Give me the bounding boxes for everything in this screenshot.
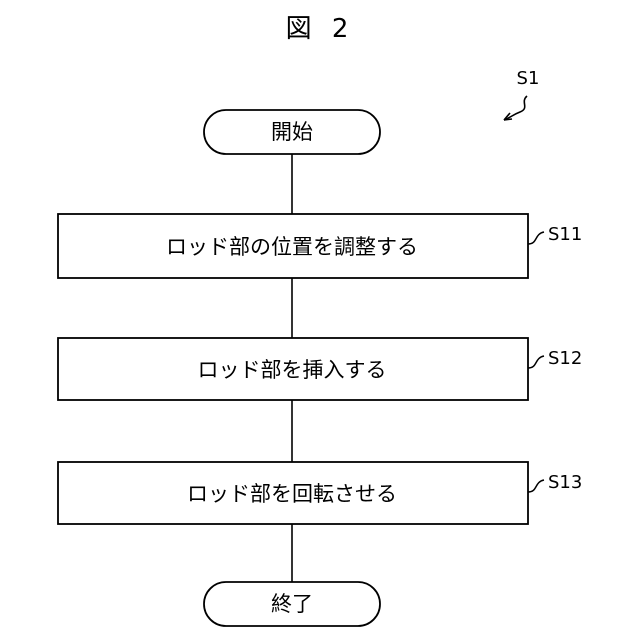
process-step-s12-label: ロッド部を挿入する [198, 358, 387, 382]
step-ref-leader-s12 [528, 356, 544, 368]
step-ref-leader-s13 [528, 480, 544, 492]
step-ref-s12: S12 [548, 348, 582, 369]
process-step-s11: ロッド部の位置を調整する S11 [58, 214, 582, 278]
end-terminal: 終了 [204, 582, 380, 626]
process-step-s13: ロッド部を回転させる S13 [58, 462, 582, 524]
step-ref-s13: S13 [548, 472, 582, 493]
start-terminal: 開始 [204, 110, 380, 154]
end-terminal-label: 終了 [271, 592, 313, 616]
figure-ref-label: S1 [517, 68, 540, 89]
step-ref-leader-s11 [528, 232, 544, 244]
step-ref-s11: S11 [548, 224, 582, 245]
start-terminal-label: 開始 [271, 120, 313, 144]
process-step-s13-label: ロッド部を回転させる [187, 482, 397, 506]
process-step-s11-label: ロッド部の位置を調整する [166, 235, 418, 259]
process-step-s12: ロッド部を挿入する S12 [58, 338, 582, 400]
